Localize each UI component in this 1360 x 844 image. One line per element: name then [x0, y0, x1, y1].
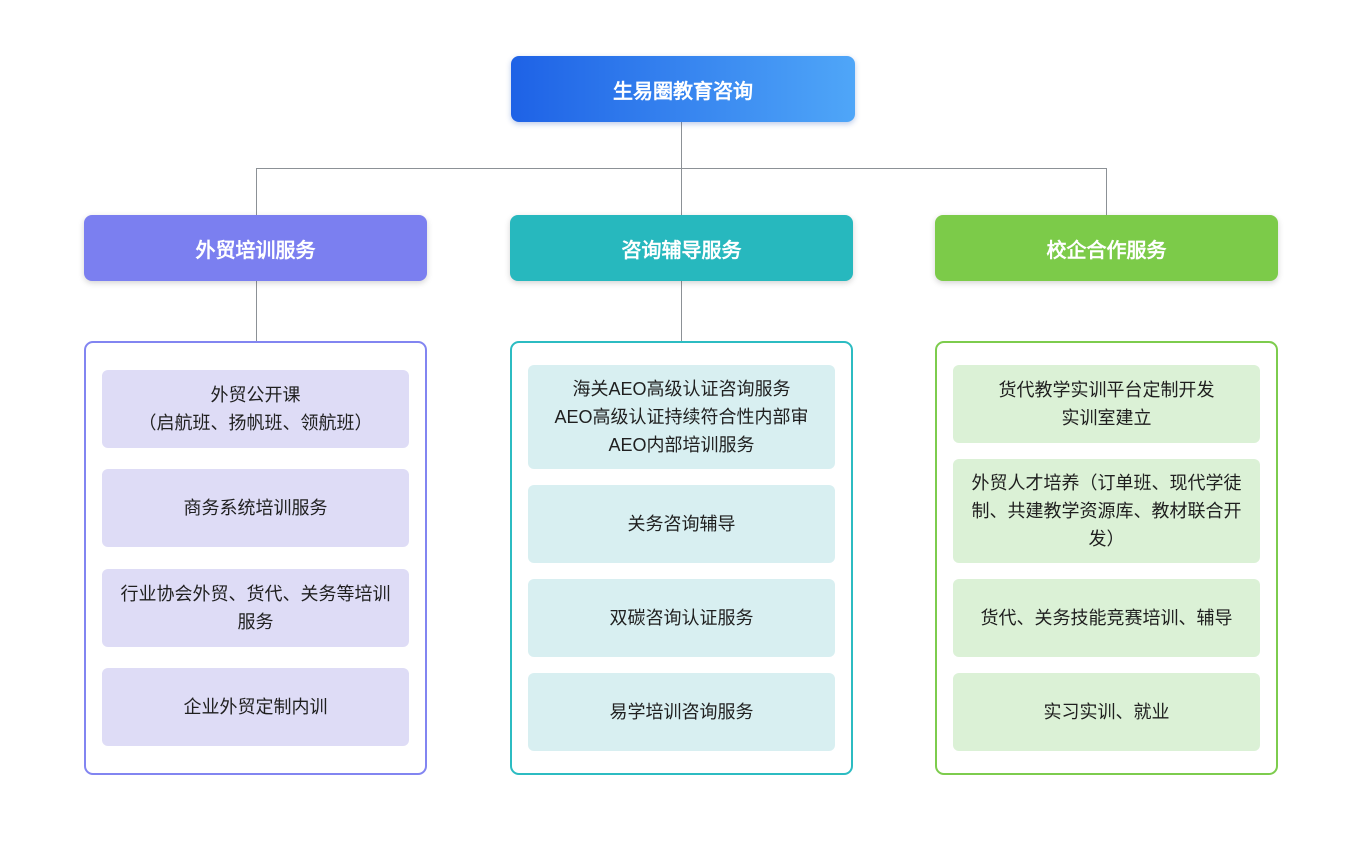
branch-header-foreign-trade-training: 外贸培训服务 — [84, 215, 427, 281]
list-item: 关务咨询辅导 — [528, 485, 835, 563]
list-item: 货代教学实训平台定制开发 实训室建立 — [953, 365, 1260, 443]
branch-header-label: 咨询辅导服务 — [621, 239, 742, 262]
list-item: 外贸人才培养（订单班、现代学徒制、共建教学资源库、教材联合开发） — [953, 459, 1260, 563]
connector-branch1-drop — [256, 168, 257, 216]
branch-container-foreign-trade-training: 外贸公开课 （启航班、扬帆班、领航班） 商务系统培训服务 行业协会外贸、货代、关… — [84, 341, 427, 775]
list-item: 外贸公开课 （启航班、扬帆班、领航班） — [102, 370, 409, 449]
list-item: 双碳咨询认证服务 — [528, 579, 835, 657]
root-node: 生易圈教育咨询 — [511, 56, 855, 122]
connector-branch2-drop — [681, 168, 682, 216]
connector-branch2-container — [681, 281, 682, 342]
branch-header-label: 校企合作服务 — [1046, 239, 1167, 262]
branch-container-school-enterprise: 货代教学实训平台定制开发 实训室建立 外贸人才培养（订单班、现代学徒制、共建教学… — [935, 341, 1278, 775]
root-node-label: 生易圈教育咨询 — [613, 80, 753, 103]
list-item: 行业协会外贸、货代、关务等培训服务 — [102, 568, 409, 647]
branch-header-consulting-coaching: 咨询辅导服务 — [510, 215, 853, 281]
connector-branch3-drop — [1106, 168, 1107, 216]
list-item: 易学培训咨询服务 — [528, 673, 835, 751]
list-item: 企业外贸定制内训 — [102, 667, 409, 746]
list-item: 实习实训、就业 — [953, 673, 1260, 751]
list-item: 商务系统培训服务 — [102, 469, 409, 548]
branch-header-school-enterprise: 校企合作服务 — [935, 215, 1278, 281]
list-item: 海关AEO高级认证咨询服务 AEO高级认证持续符合性内部审 AEO内部培训服务 — [528, 365, 835, 469]
branch-header-label: 外贸培训服务 — [195, 239, 316, 262]
list-item: 货代、关务技能竞赛培训、辅导 — [953, 579, 1260, 657]
connector-root-vertical — [681, 121, 682, 169]
connector-branch1-container — [256, 281, 257, 342]
branch-container-consulting-coaching: 海关AEO高级认证咨询服务 AEO高级认证持续符合性内部审 AEO内部培训服务 … — [510, 341, 853, 775]
